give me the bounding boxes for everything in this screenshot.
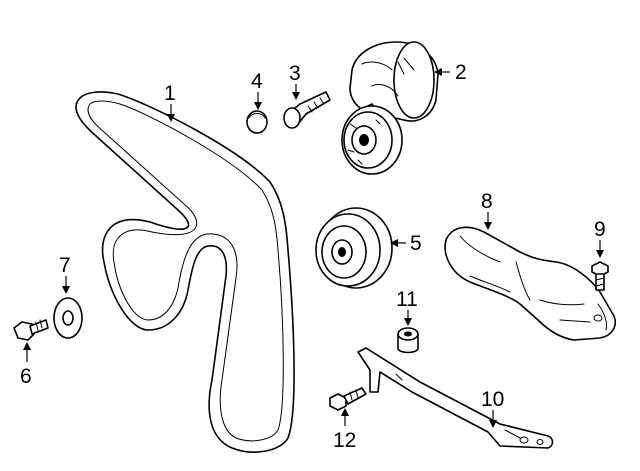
callout-label-8: 8: [481, 190, 493, 213]
heat-shield: [444, 226, 616, 341]
callout-label-12: 12: [333, 429, 356, 452]
pulley-bolt: [13, 319, 49, 341]
callout-label-6: 6: [20, 365, 32, 388]
callout-label-9: 9: [594, 218, 606, 241]
cap: [246, 110, 268, 134]
callout-5: 5: [390, 232, 422, 255]
callout-8: 8: [481, 190, 493, 230]
callout-11: 11: [396, 288, 418, 326]
callout-7: 7: [59, 254, 71, 294]
tensioner-bolt: [283, 91, 331, 129]
callout-label-3: 3: [289, 62, 301, 85]
callout-label-4: 4: [251, 70, 263, 93]
callout-3: 3: [289, 62, 301, 100]
washer: [53, 297, 83, 339]
callout-10: 10: [481, 388, 504, 428]
callout-label-5: 5: [410, 232, 422, 255]
shield-bolt: [591, 261, 609, 291]
bracket: [357, 347, 554, 449]
callout-12: 12: [333, 408, 356, 452]
drive-belt: [75, 91, 295, 453]
callout-label-7: 7: [59, 254, 71, 277]
callout-6: 6: [20, 342, 32, 388]
idler-pulley: [315, 207, 393, 289]
callout-9: 9: [594, 218, 606, 258]
callout-label-10: 10: [481, 388, 504, 411]
callout-label-2: 2: [455, 61, 467, 84]
callout-4: 4: [251, 70, 263, 110]
bracket-bolt: [329, 387, 367, 411]
callout-2: 2: [434, 61, 467, 84]
spacer: [397, 327, 419, 354]
callout-label-1: 1: [164, 82, 176, 105]
callout-1: 1: [164, 82, 176, 122]
belt-tensioner: [341, 41, 439, 175]
callout-label-11: 11: [396, 288, 418, 311]
